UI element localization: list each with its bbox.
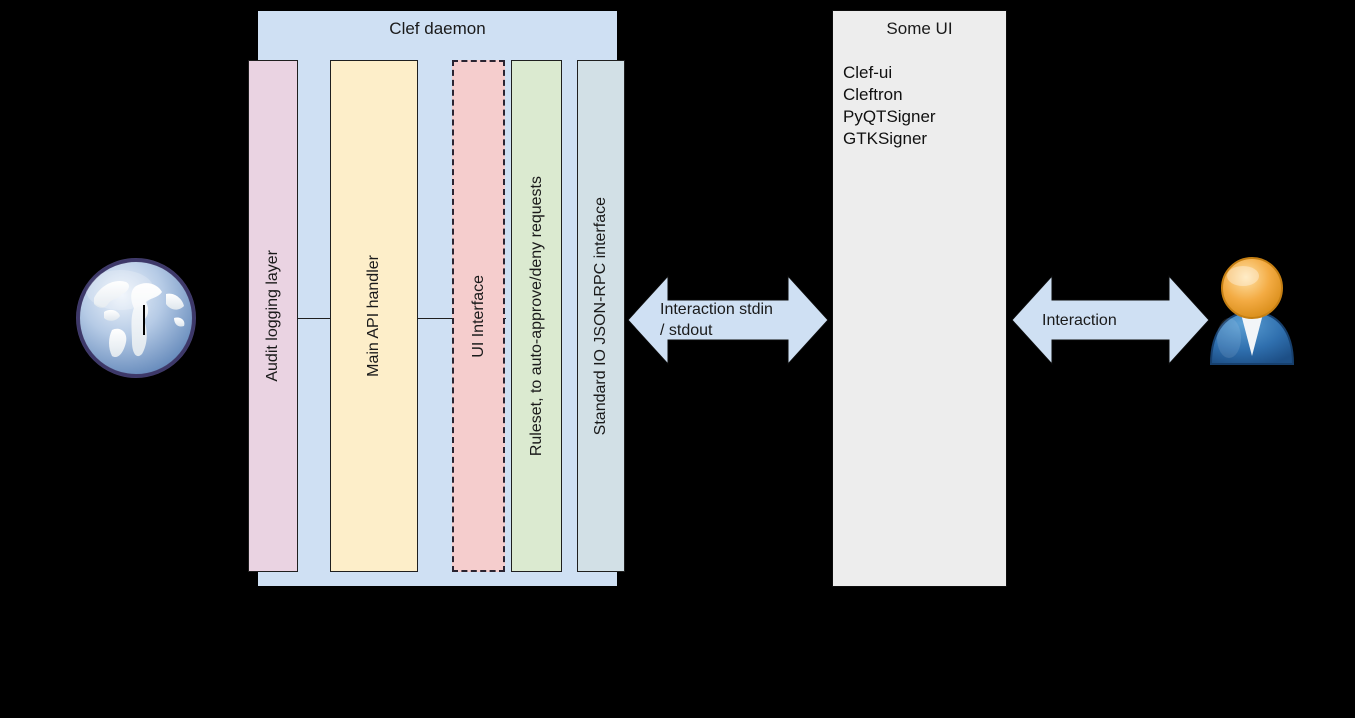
- globe-icon: [76, 258, 196, 378]
- clef-daemon-title: Clef daemon: [389, 19, 486, 38]
- component-main-api-handler[interactable]: Main API handler: [330, 60, 418, 572]
- some-ui-implementation-list: Clef-ui Cleftron PyQTSigner GTKSigner: [843, 62, 1003, 150]
- some-ui-panel: [832, 10, 1007, 587]
- component-audit-logging-layer[interactable]: Audit logging layer: [248, 60, 298, 572]
- component-api-label: Main API handler: [365, 255, 382, 377]
- connector-api-to-ui: [417, 318, 453, 319]
- component-jsonrpc-label: Standard IO JSON-RPC interface: [592, 196, 609, 436]
- component-audit-label: Audit logging layer: [264, 250, 281, 382]
- list-item: PyQTSigner: [843, 107, 936, 126]
- globe-tick-mark: [143, 305, 145, 335]
- arrow-interaction-user: Interaction: [1012, 272, 1209, 368]
- component-ruleset-label: Ruleset, to auto-approve/deny requests: [527, 175, 545, 457]
- arrow-interaction-stdio: Interaction stdin / stdout: [628, 272, 828, 368]
- component-ui-interface[interactable]: UI Interface: [452, 60, 505, 572]
- user-icon: [1209, 257, 1295, 365]
- double-arrow-icon: [628, 274, 828, 366]
- double-arrow-icon: [1012, 274, 1209, 366]
- list-item: Cleftron: [843, 85, 903, 104]
- connector-audit-to-api: [297, 318, 331, 319]
- component-ruleset[interactable]: Ruleset, to auto-approve/deny requests: [511, 60, 562, 572]
- some-ui-title: Some UI: [886, 19, 953, 38]
- clef-daemon-panel: [257, 10, 618, 587]
- component-ui-label: UI Interface: [469, 274, 487, 358]
- list-item: GTKSigner: [843, 129, 928, 148]
- component-json-rpc-interface[interactable]: Standard IO JSON-RPC interface: [577, 60, 625, 572]
- list-item: Clef-ui: [843, 63, 893, 82]
